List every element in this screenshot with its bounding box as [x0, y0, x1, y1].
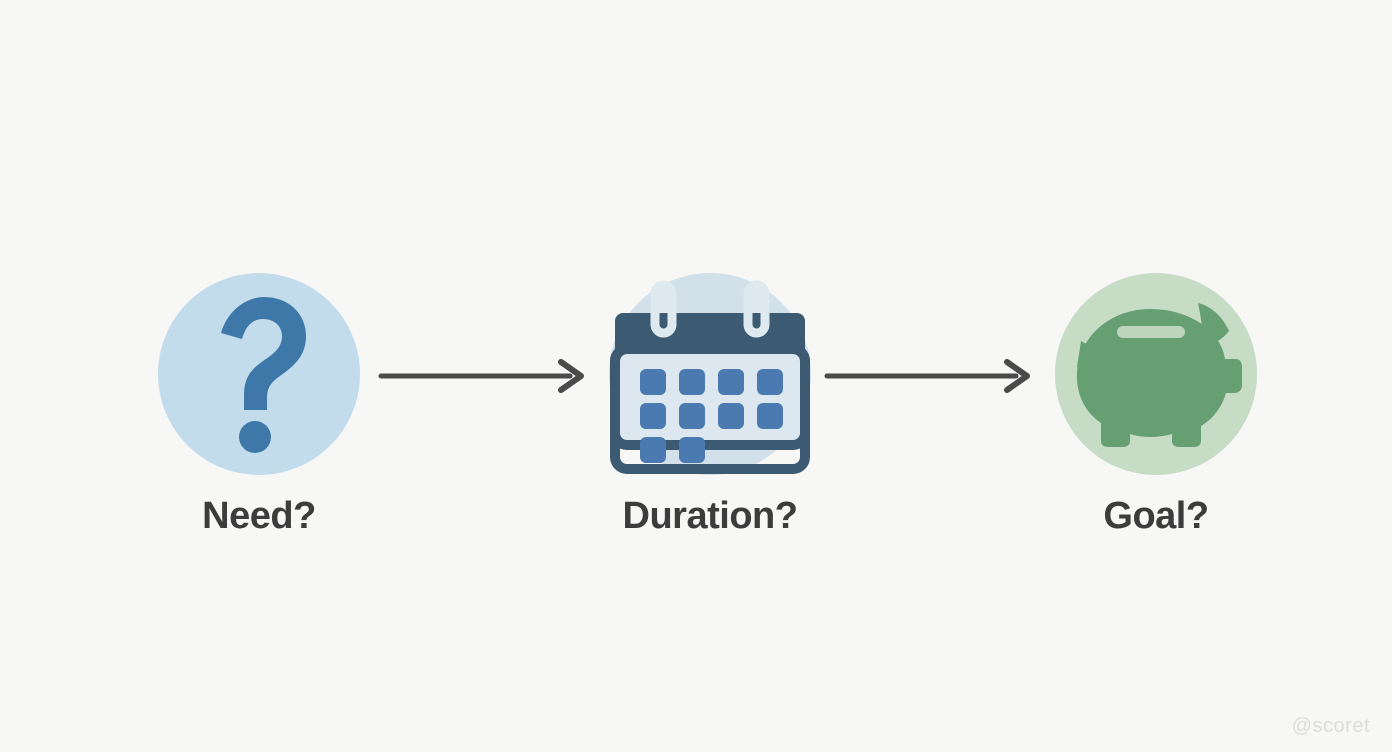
calendar-icon: [610, 280, 810, 474]
arrow-duration-to-goal: [824, 356, 1039, 396]
step-label-need: Need?: [202, 495, 316, 537]
goal-badge: [1055, 273, 1257, 475]
question-mark-icon: [221, 297, 306, 453]
step-label-duration: Duration?: [622, 495, 798, 537]
step-label-goal: Goal?: [1103, 495, 1209, 537]
duration-badge: [609, 273, 811, 475]
watermark: @scoret: [1291, 715, 1370, 737]
arrow-right-icon: [824, 359, 1030, 393]
arrow-need-to-duration: [378, 356, 593, 396]
flow-step-duration[interactable]: Duration?: [580, 273, 840, 535]
need-badge: [158, 273, 360, 475]
flow-step-goal[interactable]: Goal?: [1026, 273, 1286, 535]
arrow-right-icon: [378, 359, 584, 393]
flow-step-need[interactable]: Need?: [129, 273, 389, 535]
piggy-bank-icon: [1077, 303, 1242, 447]
